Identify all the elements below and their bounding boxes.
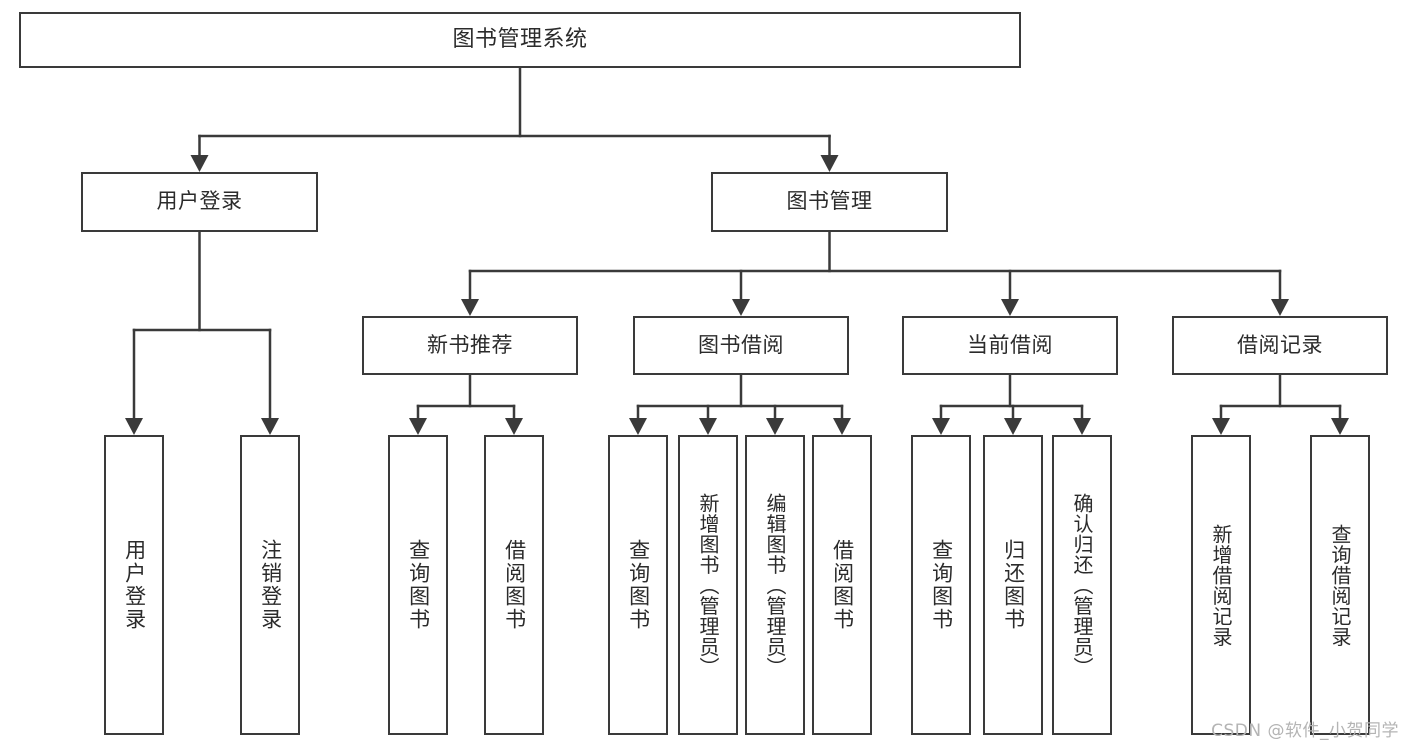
node-label: 借阅图书 [830,539,855,631]
watermark-label: CSDN @软件_小贺同学 [1211,721,1399,741]
node-label: 新增借阅记录 [1209,523,1233,647]
node-leaf-cur-2: 归还图书 [983,435,1043,735]
arrow-head-icon [125,418,143,435]
arrow-head-icon [190,155,209,172]
node-label: 查询图书 [626,539,651,631]
node-leaf-cur-1: 查询图书 [911,435,971,735]
arrow-head-icon [261,418,279,435]
node-label: 确认归还（管理员） [1070,492,1094,678]
node-leaf-new-1: 查询图书 [388,435,448,735]
arrow-head-icon [932,418,950,435]
node-current: 当前借阅 [902,316,1118,375]
node-leaf-bor-2: 新增图书（管理员） [678,435,738,735]
node-bookmgmt: 图书管理 [711,172,948,232]
arrow-head-icon [409,418,427,435]
node-leaf-bor-4: 借阅图书 [812,435,872,735]
arrow-head-icon [732,299,750,316]
arrow-head-icon [1004,418,1022,435]
node-leaf-bor-3: 编辑图书（管理员） [745,435,805,735]
arrow-head-icon [1212,418,1230,435]
node-leaf-new-2: 借阅图书 [484,435,544,735]
arrow-head-icon [1331,418,1349,435]
node-label: 新书推荐 [427,332,513,357]
node-leaf-login-2: 注销登录 [240,435,300,735]
node-newbook: 新书推荐 [362,316,578,375]
arrow-head-icon [1271,299,1289,316]
node-label: 图书借阅 [698,332,784,357]
node-leaf-cur-3: 确认归还（管理员） [1052,435,1112,735]
node-label: 查询图书 [929,539,954,631]
node-leaf-rec-2: 查询借阅记录 [1310,435,1370,735]
node-label: 用户登录 [122,539,147,631]
node-label: 图书管理系统 [452,26,588,52]
node-label: 新增图书（管理员） [696,492,720,678]
node-label: 借阅图书 [502,539,527,631]
arrow-head-icon [833,418,851,435]
arrow-head-icon [1001,299,1019,316]
node-borrow: 图书借阅 [633,316,849,375]
node-leaf-login-1: 用户登录 [104,435,164,735]
arrow-head-icon [699,418,717,435]
arrow-head-icon [1073,418,1091,435]
node-label: 查询借阅记录 [1328,523,1352,647]
arrow-head-icon [766,418,784,435]
node-label: 借阅记录 [1237,332,1323,357]
node-label: 归还图书 [1001,539,1026,631]
node-label: 图书管理 [786,189,873,214]
node-leaf-rec-1: 新增借阅记录 [1191,435,1251,735]
node-login: 用户登录 [81,172,318,232]
node-label: 当前借阅 [967,332,1053,357]
node-label: 编辑图书（管理员） [763,492,787,678]
node-root: 图书管理系统 [19,12,1021,68]
node-leaf-bor-1: 查询图书 [608,435,668,735]
arrow-head-icon [461,299,479,316]
node-records: 借阅记录 [1172,316,1388,375]
arrow-head-icon [820,155,839,172]
arrow-head-icon [629,418,647,435]
arrow-head-icon [505,418,523,435]
node-label: 查询图书 [406,539,431,631]
node-label: 注销登录 [258,539,283,631]
node-label: 用户登录 [156,189,243,214]
